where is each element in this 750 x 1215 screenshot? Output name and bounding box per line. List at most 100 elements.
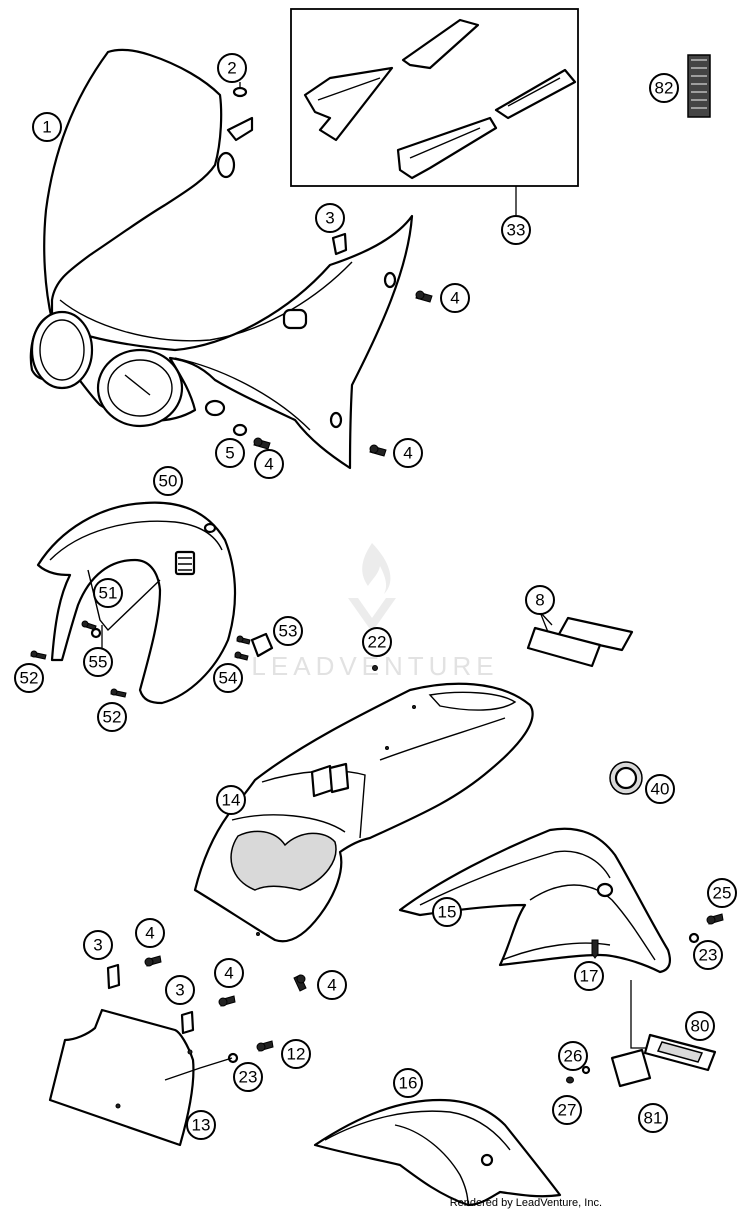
part-13-plate-holder [48, 1008, 195, 1147]
callout-16: 16 [393, 1068, 423, 1098]
part-82-reflector [687, 54, 711, 118]
part-12-decal-strips [526, 611, 634, 668]
callout-17: 17 [574, 961, 604, 991]
part-3-clip-top [331, 232, 348, 256]
part-54-screws [234, 635, 251, 661]
callout-53-label: 53 [279, 622, 298, 641]
callout-26: 26 [558, 1041, 588, 1071]
callout-13-label: 13 [192, 1116, 211, 1135]
callout-14: 14 [216, 785, 246, 815]
callout-4-label: 4 [327, 976, 336, 995]
callout-3-left: 3 [83, 930, 113, 960]
part-81-bracket [610, 1048, 652, 1088]
callout-50-label: 50 [159, 472, 178, 491]
callout-26-label: 26 [564, 1047, 583, 1066]
callout-23-label: 23 [699, 946, 718, 965]
callout-15: 15 [432, 897, 462, 927]
callout-2-label: 2 [227, 59, 236, 78]
callout-4-e: 4 [214, 958, 244, 988]
callout-50: 50 [153, 466, 183, 496]
part-23-washer-right [688, 932, 700, 944]
callout-14-label: 14 [222, 791, 241, 810]
callout-52-a: 52 [14, 663, 44, 693]
callout-8-label: 12 [287, 1045, 306, 1064]
callout-22-label: 22 [368, 633, 387, 652]
part-3-clip-mid [180, 1010, 195, 1035]
callout-3-label: 3 [325, 209, 334, 228]
callout-4-b: 4 [393, 438, 423, 468]
callout-51: 51 [93, 578, 123, 608]
callout-16-label: 16 [399, 1074, 418, 1093]
callout-15-label: 15 [438, 903, 457, 922]
part-27-nut [566, 1076, 574, 1084]
callout-55-label: 55 [89, 653, 108, 672]
callout-4-a: 4 [440, 283, 470, 313]
callout-80-label: 80 [691, 1017, 710, 1036]
callout-25: 25 [707, 878, 737, 908]
callout-3-mid: 3 [165, 975, 195, 1005]
callout-80: 80 [685, 1011, 715, 1041]
callout-82: 82 [649, 73, 679, 103]
callout-4-label: 4 [450, 289, 459, 308]
callout-1: 1 [32, 112, 62, 142]
callout-55: 55 [83, 647, 113, 677]
callout-5: 5 [215, 438, 245, 468]
callout-27-label: 27 [558, 1101, 577, 1120]
callout-4-d: 4 [135, 918, 165, 948]
part-33-decal-kit [290, 8, 579, 215]
leader-lines [101, 82, 241, 1081]
part-22-screw [372, 665, 378, 671]
part-25-screw [706, 913, 724, 925]
part-80-plate-light [643, 1033, 717, 1072]
callout-82-label: 82 [655, 79, 674, 98]
callout-81-label: 81 [644, 1109, 663, 1128]
part-55-washer [90, 627, 102, 639]
callout-22: 22 [362, 627, 392, 657]
callout-25-label: 25 [713, 884, 732, 903]
part-1-headlight-mask [29, 48, 414, 470]
part-40-grommet [609, 761, 643, 795]
callout-51-label: 51 [99, 584, 118, 603]
callout-3-label: 3 [93, 936, 102, 955]
part-17-pin [591, 939, 599, 959]
callout-8: 12 [281, 1039, 311, 1069]
part-52-screws [30, 650, 127, 698]
callout-17-label: 17 [580, 967, 599, 986]
callout-4-label: 4 [224, 964, 233, 983]
part-8-screw [256, 1040, 274, 1052]
callout-23-left: 23 [233, 1062, 263, 1092]
part-51-bolt [81, 620, 97, 631]
callout-4-label: 4 [264, 455, 273, 474]
callout-3-top: 3 [315, 203, 345, 233]
callout-4-label: 4 [145, 924, 154, 943]
callout-23-right: 23 [693, 940, 723, 970]
part-26-washer [581, 1065, 591, 1075]
part-3-clip-left [106, 963, 121, 990]
part-16-rear-fender-lower [313, 1098, 562, 1207]
callout-52-b: 52 [97, 702, 127, 732]
part-5-washer [232, 423, 248, 437]
callout-52-label: 52 [20, 669, 39, 688]
callout-3-label: 3 [175, 981, 184, 1000]
callout-4-label: 4 [403, 444, 412, 463]
callout-4-c: 4 [254, 449, 284, 479]
render-credit: Rendered by LeadVenture, Inc. [449, 1197, 602, 1209]
callout-40-label: 40 [651, 780, 670, 799]
callout-54-label: 54 [219, 669, 238, 688]
callout-12-label: 8 [535, 591, 544, 610]
callout-40: 40 [645, 774, 675, 804]
callout-53: 53 [273, 616, 303, 646]
callout-52-label: 52 [103, 708, 122, 727]
callout-27: 27 [552, 1095, 582, 1125]
part-23-washer-left [227, 1052, 239, 1064]
callout-12: 8 [525, 585, 555, 615]
callout-81: 81 [638, 1103, 668, 1133]
callout-4-f: 4 [317, 970, 347, 1000]
part-2-nut [232, 86, 248, 98]
part-4-screws [144, 290, 433, 1007]
callout-23-label: 23 [239, 1068, 258, 1087]
callout-1-label: 1 [42, 118, 51, 137]
callout-2: 2 [217, 53, 247, 83]
